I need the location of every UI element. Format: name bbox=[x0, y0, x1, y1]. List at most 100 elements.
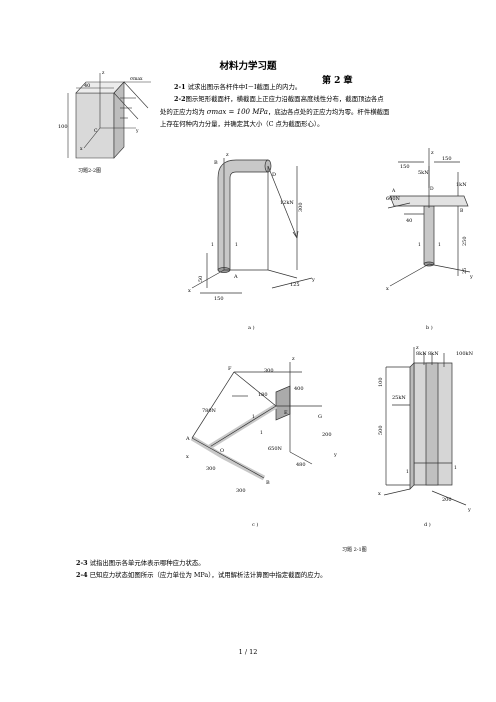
figure-2-1-b: 150 150 5kN 1kN 600N 40 250 25 A B D 1 1… bbox=[386, 148, 473, 292]
dim-50: 50 bbox=[198, 276, 204, 282]
section-mark: 1 bbox=[454, 465, 457, 471]
point-d: D bbox=[272, 172, 276, 178]
point-b: B bbox=[214, 160, 218, 166]
section-mark: 1 bbox=[438, 242, 441, 248]
centroid-label: C bbox=[94, 128, 98, 134]
figure-2-1-a: B D A 12kN 300 125 150 50 1 1 x y z bbox=[188, 152, 315, 302]
problem-text: 处的正应力均为 bbox=[160, 108, 205, 116]
problem-2-4: 2-4 已知应力状态如图所示（应力单位为 MPa），试用解析法计算图中指定截面的… bbox=[76, 571, 326, 580]
dim-150-left: 150 bbox=[400, 164, 410, 170]
figure-c-label: c ) bbox=[252, 522, 259, 528]
axis-z-label: z bbox=[292, 356, 295, 362]
point-a: A bbox=[185, 436, 190, 442]
axis-y-label: y bbox=[333, 452, 337, 458]
problem-number: 2-3 bbox=[76, 559, 88, 567]
section-mark: 1 bbox=[252, 414, 255, 420]
problem-number: 2-1 bbox=[174, 83, 186, 91]
dim-300: 300 bbox=[298, 202, 304, 212]
problem-text: ，底边各点处的正应力均为零。杆件横截面 bbox=[267, 108, 390, 116]
point-e: E bbox=[284, 410, 288, 416]
dim-300-top: 300 bbox=[264, 368, 274, 374]
dim-200: 200 bbox=[322, 432, 332, 438]
problem-2-2-line1: 2-2图示矩形截面杆，横截面上正应力沿截面高度线性分布，截面顶边各点 bbox=[174, 95, 384, 104]
dim-40: 40 bbox=[406, 218, 412, 224]
force-1kn: 1kN bbox=[456, 182, 467, 188]
axis-z-label: z bbox=[102, 71, 105, 76]
dim-180: 180 bbox=[258, 392, 268, 398]
axis-z-label: z bbox=[226, 152, 229, 158]
axis-y-label: y bbox=[469, 274, 473, 280]
problem-2-3: 2-3 试指出图示各单元体表示哪种应力状态。 bbox=[76, 559, 205, 568]
dim-300-left: 300 bbox=[206, 466, 216, 472]
dim-480: 480 bbox=[296, 462, 306, 468]
sigma-label: σmax bbox=[130, 77, 143, 82]
dim-40: 40 bbox=[84, 83, 90, 89]
force-8kn-left: 8kN bbox=[416, 351, 427, 357]
problem-text: 已知应力状态如图所示（应力单位为 MPa），试用解析法计算图中指定截面的应力。 bbox=[89, 571, 327, 579]
dim-300-bottom: 300 bbox=[236, 488, 246, 494]
point-g: G bbox=[318, 414, 322, 420]
page-number: 1 / 12 bbox=[238, 648, 258, 656]
problem-number: 2-2 bbox=[174, 95, 186, 103]
axis-x-label: x bbox=[386, 286, 389, 292]
problem-2-2-line3: 上存在何种内力分量，并确定其大小（C 点为截面形心）。 bbox=[160, 120, 324, 129]
point-o: O bbox=[220, 448, 224, 454]
problem-text: 图示矩形截面杆，横截面上正应力沿截面高度线性分布，截面顶边各点 bbox=[185, 95, 384, 103]
dim-150: 150 bbox=[214, 296, 224, 302]
axis-x-label: x bbox=[188, 288, 191, 294]
axis-y-label: y bbox=[135, 129, 139, 134]
section-mark: 1 bbox=[260, 430, 263, 436]
problem-2-2-line2: 处的正应力均为 σmax = 100 MPa，底边各点处的正应力均为零。杆件横截… bbox=[160, 108, 389, 117]
force-25kn: 25kN bbox=[392, 395, 406, 401]
axis-x-label: x bbox=[378, 491, 381, 497]
force-5kn: 5kN bbox=[418, 170, 429, 176]
figure-2-1-d: 8kN 8kN 100kN 25kN 100 500 200 1 1 x y z bbox=[378, 345, 474, 513]
dim-100: 100 bbox=[58, 124, 68, 130]
problem-text: 试求出图示各杆件中Ⅰ－Ⅰ截面上的内力。 bbox=[187, 83, 302, 91]
figure-a-label: a ) bbox=[248, 325, 255, 331]
figure-2-1-caption: 习题 2-1图 bbox=[342, 547, 367, 553]
point-f: F bbox=[228, 366, 232, 372]
force-8kn-right: 8kN bbox=[428, 351, 439, 357]
dim-400: 400 bbox=[294, 386, 304, 392]
point-b: B bbox=[460, 208, 464, 214]
axis-z-label: z bbox=[431, 150, 434, 156]
force-12kn: 12kN bbox=[280, 200, 294, 206]
axis-y-label: y bbox=[311, 277, 315, 283]
figure-2-1-c: 300 400 180 780N 650N 200 480 300 300 F … bbox=[185, 356, 337, 494]
page-title: 材料力学习题 bbox=[219, 61, 277, 72]
dim-250: 250 bbox=[462, 236, 468, 246]
section-mark: 1 bbox=[211, 242, 214, 248]
problem-text: 试指出图示各单元体表示哪种应力状态。 bbox=[89, 559, 205, 567]
point-a: A bbox=[391, 188, 396, 194]
dim-25: 25 bbox=[462, 268, 468, 274]
problem-number: 2-4 bbox=[76, 571, 88, 579]
point-a: A bbox=[233, 274, 238, 280]
dim-125: 125 bbox=[290, 282, 300, 288]
sigma-max-formula: σmax = 100 MPa bbox=[206, 108, 268, 116]
problem-2-1: 2-1 试求出图示各杆件中Ⅰ－Ⅰ截面上的内力。 bbox=[174, 83, 301, 92]
dim-200: 200 bbox=[442, 497, 452, 503]
section-mark: 1 bbox=[418, 242, 421, 248]
force-100kn: 100kN bbox=[456, 351, 474, 357]
axis-z-label: z bbox=[416, 345, 419, 351]
dim-500: 500 bbox=[378, 425, 384, 435]
section-mark: 1 bbox=[235, 242, 238, 248]
section-mark: 1 bbox=[406, 469, 409, 475]
figure-caption: 习题2-2图 bbox=[78, 168, 101, 174]
chapter-heading: 第 2 章 bbox=[322, 76, 353, 86]
force-600n: 600N bbox=[386, 196, 401, 202]
figure-2-2: σmax z y C x 40 100 习题2-2图 bbox=[58, 71, 151, 174]
figure-b-label: b ) bbox=[426, 325, 433, 331]
force-780n: 780N bbox=[202, 408, 217, 414]
dim-100: 100 bbox=[378, 377, 384, 387]
dim-150-right: 150 bbox=[442, 156, 452, 162]
figure-d-label: d ) bbox=[424, 522, 431, 528]
point-d: D bbox=[430, 186, 434, 192]
force-650n: 650N bbox=[268, 446, 283, 452]
problem-text: 上存在何种内力分量，并确定其大小（C 点为截面形心）。 bbox=[160, 120, 324, 128]
axis-y-label: y bbox=[467, 507, 471, 513]
point-b: B bbox=[266, 480, 270, 486]
axis-x-label: x bbox=[80, 147, 83, 152]
axis-x-label: x bbox=[186, 454, 189, 460]
